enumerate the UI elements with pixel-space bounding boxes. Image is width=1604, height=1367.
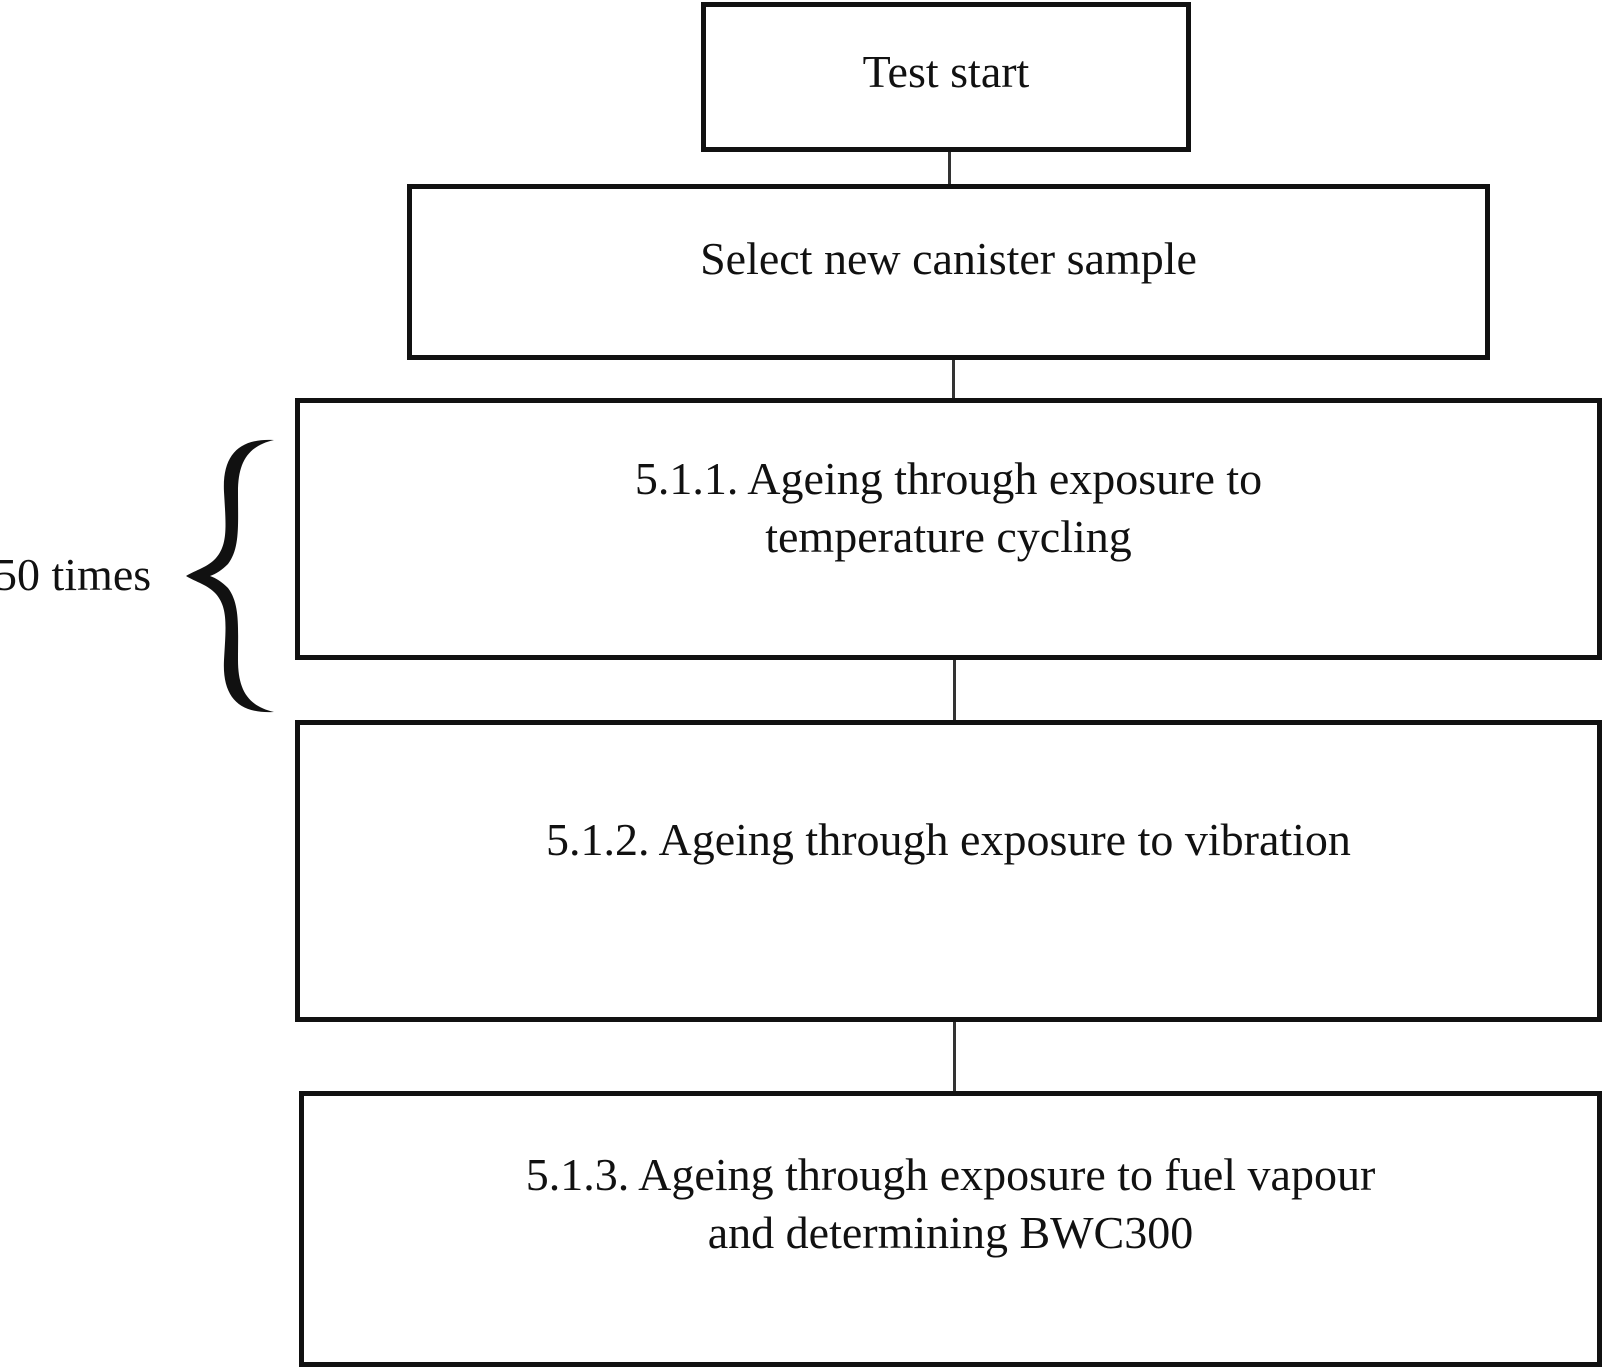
step-temperature-cycling: 5.1.1. Ageing through exposure to temper… [295, 398, 1602, 660]
step-vibration-label: 5.1.2. Ageing through exposure to vibrat… [546, 814, 1351, 865]
repeat-count-label: 50 times [0, 549, 152, 600]
step-fuel-vapour-line2: and determining BWC300 [707, 1207, 1194, 1258]
step-temperature-cycling-line2: temperature cycling [765, 511, 1132, 562]
connector-select-to-511 [952, 360, 955, 398]
step-select-canister: Select new canister sample [407, 184, 1490, 360]
connector-512-to-513 [953, 1022, 956, 1091]
step-vibration: 5.1.2. Ageing through exposure to vibrat… [295, 720, 1602, 1022]
step-test-start: Test start [701, 2, 1191, 152]
step-test-start-label: Test start [862, 46, 1030, 97]
step-fuel-vapour: 5.1.3. Ageing through exposure to fuel v… [299, 1091, 1602, 1367]
step-fuel-vapour-line1: 5.1.3. Ageing through exposure to fuel v… [525, 1149, 1376, 1200]
step-select-canister-label: Select new canister sample [700, 233, 1197, 284]
repeat-brace-icon [186, 439, 274, 713]
step-fuel-vapour-label: 5.1.3. Ageing through exposure to fuel v… [304, 1146, 1597, 1262]
step-temperature-cycling-line1: 5.1.1. Ageing through exposure to [634, 453, 1263, 504]
connector-start-to-select [948, 152, 951, 184]
connector-511-to-512 [953, 660, 956, 726]
step-temperature-cycling-label: 5.1.1. Ageing through exposure to temper… [300, 450, 1597, 566]
